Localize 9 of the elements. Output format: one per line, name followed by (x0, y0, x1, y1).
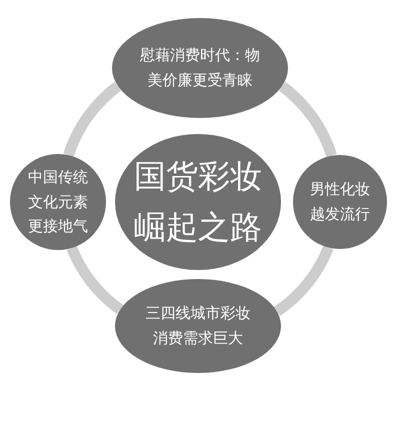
topic-circle: 中国传统文化元素更接地气 (10, 154, 106, 250)
topic-circle: 男性化妆越发流行 (293, 155, 387, 249)
topic-ellipse: 慰藉消费时代：物美价廉更受青睐 (112, 18, 288, 118)
ring-connector (278, 82, 337, 158)
ring-connector (63, 82, 122, 158)
ring-connector (66, 246, 124, 314)
title-ellipse: 国货彩妆崛起之路 (115, 134, 281, 270)
ring-connector (274, 245, 334, 316)
topic-ellipse: 三四线城市彩妆消费需求巨大 (115, 279, 281, 373)
